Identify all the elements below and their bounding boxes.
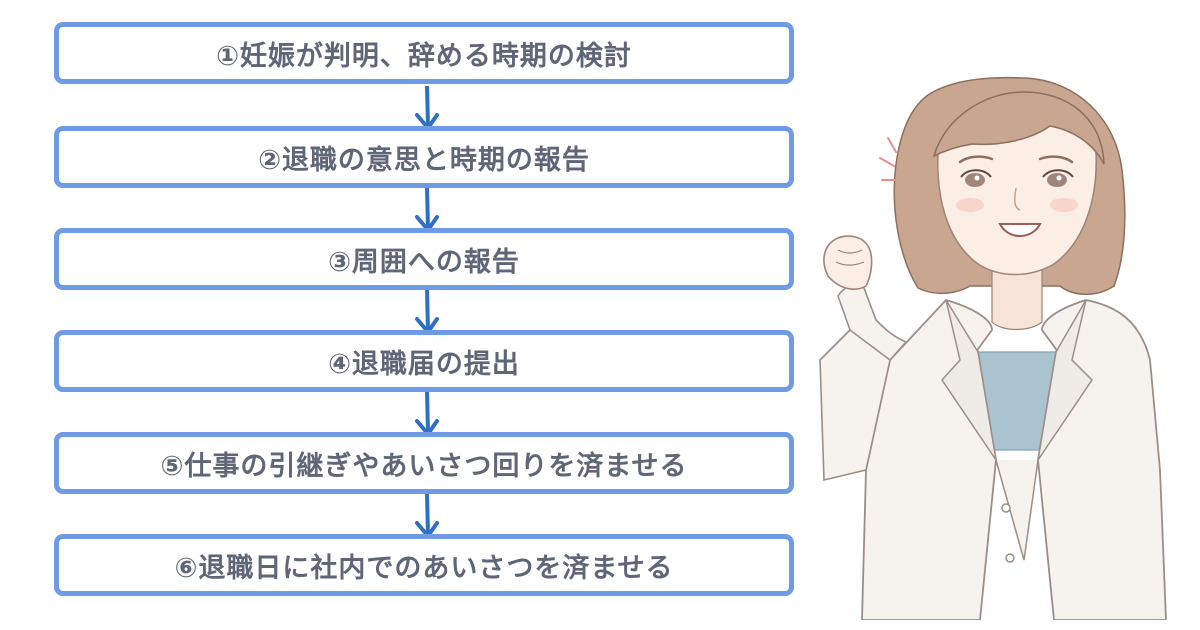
step-6-box: ⑥退職日に社内でのあいさつを済ませる xyxy=(54,534,794,596)
step-3-label: ③周囲への報告 xyxy=(328,246,520,278)
woman-in-white-coat-fist-pump-icon xyxy=(819,76,1167,620)
step-5-label: ⑤仕事の引継ぎやあいさつ回りを済ませる xyxy=(160,450,688,482)
step-1-box: ①妊娠が判明、辞める時期の検討 xyxy=(54,22,794,84)
step-2-box: ②退職の意思と時期の報告 xyxy=(54,126,794,188)
step-4-label: ④退職届の提出 xyxy=(328,348,520,380)
step-5-box: ⑤仕事の引継ぎやあいさつ回りを済ませる xyxy=(54,432,794,494)
step-3-box: ③周囲への報告 xyxy=(54,228,794,290)
step-6-label: ⑥退職日に社内でのあいさつを済ませる xyxy=(174,552,674,584)
step-1-label: ①妊娠が判明、辞める時期の検討 xyxy=(216,40,632,72)
step-4-box: ④退職届の提出 xyxy=(54,330,794,392)
step-2-label: ②退職の意思と時期の報告 xyxy=(258,144,590,176)
